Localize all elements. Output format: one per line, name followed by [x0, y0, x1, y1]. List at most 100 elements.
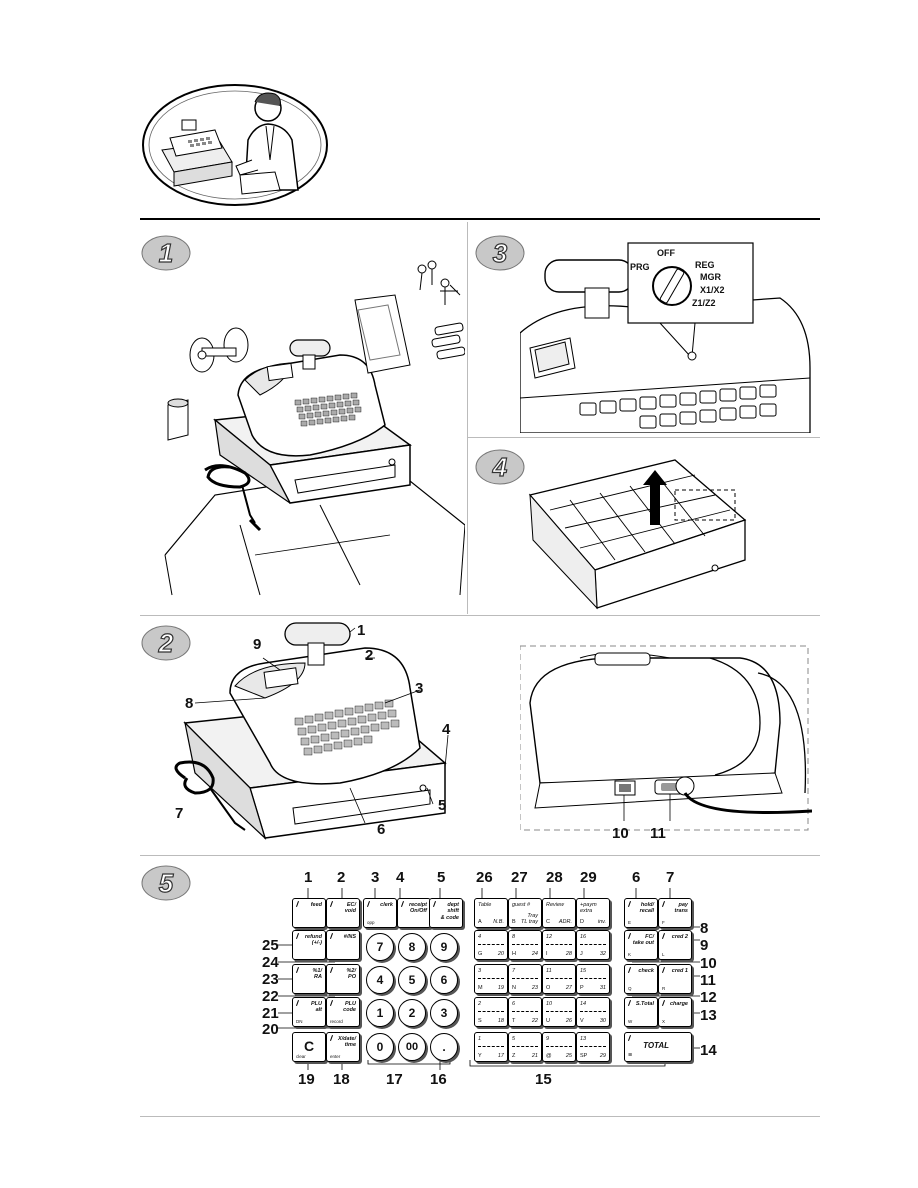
key-callout-16: 16 [430, 1071, 447, 1088]
key-dept-shift[interactable]: dept shift & code [429, 898, 463, 928]
part-callout-7: 7 [175, 805, 184, 822]
numkey-2[interactable]: 2 [398, 999, 426, 1027]
part-callout-9: 9 [253, 636, 262, 653]
numkey-9[interactable]: 9 [430, 933, 458, 961]
step-badge-4: 4 [475, 449, 525, 485]
key-callout-3: 3 [371, 869, 380, 886]
key-callout-14: 14 [700, 1042, 717, 1059]
key-receipt-onoff[interactable]: receipt On/Off [397, 898, 431, 928]
numkey-0[interactable]: 0 [366, 1033, 394, 1061]
key-ns[interactable]: #/NS [326, 930, 360, 960]
key-callout-29: 29 [580, 869, 597, 886]
key-percent1-ra[interactable]: %1/ RA [292, 964, 326, 994]
key-callout-18: 18 [333, 1071, 350, 1088]
numkey-5[interactable]: 5 [398, 966, 426, 994]
step-badge-5: 5 [141, 865, 191, 901]
key-percent2-po[interactable]: %2/ PO [326, 964, 360, 994]
key-callout-24: 24 [262, 954, 279, 971]
part-callout-2: 2 [365, 647, 374, 664]
top-divider [140, 218, 820, 220]
mode-key-illustration [520, 242, 811, 433]
header-illustration [142, 84, 328, 206]
dial-label-reg: REG [695, 260, 715, 270]
key-refund[interactable]: refund (+/-) [292, 930, 326, 960]
key-callout-8: 8 [700, 920, 709, 937]
numkey-3[interactable]: 3 [430, 999, 458, 1027]
grid-divider-3-4 [468, 437, 820, 438]
numkey-1[interactable]: 1 [366, 999, 394, 1027]
key-callout-10: 10 [700, 955, 717, 972]
key-callout-28: 28 [546, 869, 563, 886]
part-callout-3: 3 [415, 680, 424, 697]
numkey-6[interactable]: 6 [430, 966, 458, 994]
key-callout-25: 25 [262, 937, 279, 954]
numkey-00[interactable]: 00 [398, 1033, 426, 1061]
numkey-4[interactable]: 4 [366, 966, 394, 994]
part-callout-1: 1 [357, 622, 366, 639]
unpacking-illustration [164, 260, 465, 596]
port-callout-10: 10 [612, 825, 629, 842]
part-callout-5: 5 [438, 797, 447, 814]
key-callout-7: 7 [666, 869, 675, 886]
step-number-1: 1 [159, 238, 173, 268]
numkey-8[interactable]: 8 [398, 933, 426, 961]
numkey-7[interactable]: 7 [366, 933, 394, 961]
key-callout-11: 11 [700, 972, 716, 989]
rear-ports-illustration [520, 645, 812, 831]
key-callout-9: 9 [700, 937, 709, 954]
key-feed[interactable]: feed [292, 898, 326, 928]
port-callout-11: 11 [650, 825, 666, 842]
grid-divider-row3 [140, 855, 820, 856]
key-callout-27: 27 [511, 869, 528, 886]
bottom-divider [140, 1116, 820, 1117]
key-callout-1: 1 [304, 869, 313, 886]
part-callout-6: 6 [377, 821, 386, 838]
part-callout-4: 4 [442, 721, 451, 738]
key-ec-void[interactable]: EC/ void [326, 898, 360, 928]
dept-key-9-25[interactable]: 9@25 [542, 1032, 576, 1062]
key-callout-2: 2 [337, 869, 346, 886]
key-callout-19: 19 [298, 1071, 315, 1088]
key-total[interactable]: TOTAL≡ [624, 1032, 692, 1062]
drawer-tray-illustration [528, 459, 747, 610]
key-callout-5: 5 [437, 869, 446, 886]
key-callout-12: 12 [700, 989, 717, 1006]
dial-label-x1x2: X1/X2 [700, 285, 725, 295]
key-callout-20: 20 [262, 1021, 279, 1038]
numkey-decimal[interactable]: . [430, 1033, 458, 1061]
key-callout-15: 15 [535, 1071, 552, 1088]
key-callout-26: 26 [476, 869, 493, 886]
